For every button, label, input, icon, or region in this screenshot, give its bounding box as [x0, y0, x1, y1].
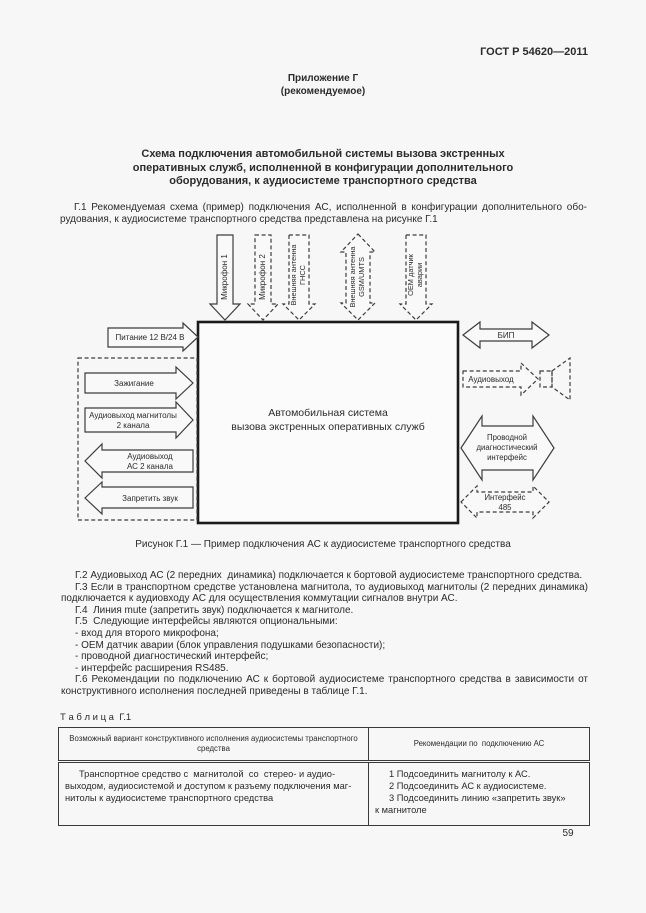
- arrow-diagnostic-label-line3: интерфейс: [487, 453, 527, 462]
- paragraph-line: подключается к аудиовходу АС для осущест…: [61, 593, 458, 605]
- arrow-microphone2: [246, 234, 280, 321]
- arrow-radio-audio-out-label-line2: 2 канала: [117, 421, 150, 430]
- figure-caption: Рисунок Г.1 — Пример подключения АС к ау…: [135, 539, 511, 550]
- paragraph-line: Г.3 Если в транспортном средстве установ…: [75, 581, 588, 593]
- speaker-cone-icon: [551, 356, 571, 402]
- central-unit-label-line1: Автомобильная система: [268, 407, 388, 419]
- table-cell-line: 2 Подсоединить АС к аудиосистеме.: [389, 781, 547, 791]
- arrow-diagnostic-label-line2: диагностический: [477, 443, 538, 452]
- arrow-bip-label: БИП: [498, 331, 515, 340]
- title-line: Схема подключения автомобильной системы …: [141, 148, 505, 160]
- arrow-ignition: [84, 365, 194, 401]
- table-row: Транспортное средство с магнитолой со ст…: [58, 761, 590, 826]
- paragraph-line: Г.6 Рекомендации по подключению АС к бор…: [75, 674, 588, 686]
- arrow-power-label: Питание 12 В/24 В: [116, 333, 185, 342]
- table-header-row: Возможный вариант конструктивного исполн…: [58, 727, 590, 763]
- arrow-ac-audio-out: [84, 442, 194, 480]
- arrow-power-supply: [107, 321, 199, 353]
- title-line: оборудования, к аудиосистеме транспортно…: [169, 175, 477, 187]
- central-unit-label-line2: вызова экстренных оперативных служб: [231, 421, 424, 433]
- table-label: Т а б л и ц а Г.1: [60, 712, 132, 723]
- paragraph-line: - вход для второго микрофона;: [75, 627, 219, 639]
- arrow-ac-audio-out-label-line2: АС 2 канала: [127, 462, 173, 471]
- arrow-gsm-label-line1: Внешняя антенна: [348, 246, 357, 308]
- arrow-gnss-antenna: [281, 234, 317, 321]
- arrow-diagnostic-label-line1: Проводной: [487, 433, 527, 442]
- figure-g1-diagram: Автомобильная система вызова экстренных …: [60, 230, 646, 530]
- table-cell-line: 3 Подсоединить линию «запретить звук»: [389, 793, 566, 803]
- paragraph-line: Г.5 Следующие интерфейсы являются опцион…: [75, 616, 338, 628]
- arrow-diagnostic-interface: [460, 413, 555, 483]
- arrow-oem-crash-sensor: [398, 234, 434, 321]
- page-number: 59: [562, 828, 574, 839]
- table-cell-line: Транспортное средство с магнитолой со ст…: [79, 769, 336, 779]
- paragraph-line: рудования, к аудиосистеме транспортного …: [60, 214, 438, 225]
- paragraph-line: конструктивного исполнения последней при…: [61, 685, 368, 697]
- table-cell-recommendations: 1 Подсоединить магнитолу к АС. 2 Подсоед…: [368, 761, 590, 826]
- left-optional-group-box: [77, 357, 198, 521]
- recommendations-table: Возможный вариант конструктивного исполн…: [58, 727, 590, 826]
- appendix-type: (рекомендуемое): [280, 86, 366, 97]
- arrow-interface485-label-line2: 485: [498, 503, 512, 512]
- arrow-interface485-label-line1: Интерфейс: [484, 493, 525, 502]
- table-cell-line: нитолы к аудиосистеме транспортного сред…: [65, 793, 274, 803]
- table-header-col2: Рекомендации по подключению АС: [368, 727, 590, 763]
- paragraph-line: Г.4 Линия mute (запретить звук) подключа…: [75, 604, 354, 616]
- arrow-gsm-label-line2: GSM/UMTS: [357, 257, 366, 297]
- paragraph-g1: Г.1 Рекомендуемая схема (пример) подключ…: [60, 202, 587, 226]
- arrow-bip: [462, 320, 550, 350]
- title-line: оперативных служб, исполненной в конфигу…: [132, 161, 514, 174]
- table-cell-line: 1 Подсоединить магнитолу к АС.: [389, 769, 531, 779]
- arrow-radio-audio-out: [84, 400, 194, 440]
- arrow-gnss-label-line1: Внешняя антенна: [289, 244, 298, 306]
- table-g1: Возможный вариант конструктивного исполн…: [58, 727, 590, 826]
- arrow-audio-out: [462, 361, 539, 397]
- arrow-microphone1-label: Микрофон 1: [220, 254, 229, 300]
- arrow-gsm-antenna: [339, 233, 377, 321]
- arrow-oem-label-line2: аварии: [415, 263, 424, 287]
- appendix-title: Приложение Г: [287, 73, 359, 84]
- paragraph-line: Г.1 Рекомендуемая схема (пример) подключ…: [74, 202, 587, 213]
- arrow-microphone2-label: Микрофон 2: [258, 254, 267, 300]
- arrow-audio-out-label: Аудиовыход: [468, 375, 514, 384]
- arrow-ignition-label: Зажигание: [114, 379, 154, 388]
- paragraph-line: Г.2 Аудиовыход АС (2 передних динамика) …: [75, 570, 583, 581]
- arrow-ac-audio-out-label-line1: Аудиовыход: [127, 452, 173, 461]
- speaker-icon: [539, 370, 553, 388]
- paragraph-line: - ОЕМ датчик аварии (блок управления под…: [75, 639, 386, 651]
- arrow-oem-label-line1: ОЕМ датчик: [406, 253, 415, 296]
- arrow-mute: [84, 480, 194, 516]
- table-cell-line: выходом, аудиосистемой и доступом к разъ…: [65, 781, 352, 791]
- table-cell-variant: Транспортное средство с магнитолой со ст…: [58, 761, 369, 826]
- paragraph-line: - интерфейс расширения RS485.: [75, 662, 229, 674]
- table-cell-line: к магнитоле: [375, 805, 427, 815]
- paragraph-line: - проводной диагностический интерфейс;: [75, 651, 269, 663]
- arrow-mute-label: Запретить звук: [122, 494, 178, 503]
- doc-number: ГОСТ Р 54620—2011: [480, 46, 588, 58]
- central-unit-box: [196, 320, 460, 525]
- table-header-col1: Возможный вариант конструктивного исполн…: [58, 727, 369, 763]
- arrow-interface-485: [460, 484, 550, 520]
- connection-diagram: Автомобильная система вызова экстренных …: [77, 233, 571, 525]
- arrow-gnss-label-line2: ГНСС: [298, 264, 307, 285]
- arrow-microphone1: [208, 234, 242, 321]
- body-paragraphs: Г.2 Аудиовыход АС (2 передних динамика) …: [61, 570, 588, 698]
- appendix-heading: Приложение Г (рекомендуемое): [58, 72, 588, 98]
- arrow-radio-audio-out-label-line1: Аудиовыход магнитолы: [89, 411, 177, 420]
- document-title: Схема подключения автомобильной системы …: [58, 148, 588, 189]
